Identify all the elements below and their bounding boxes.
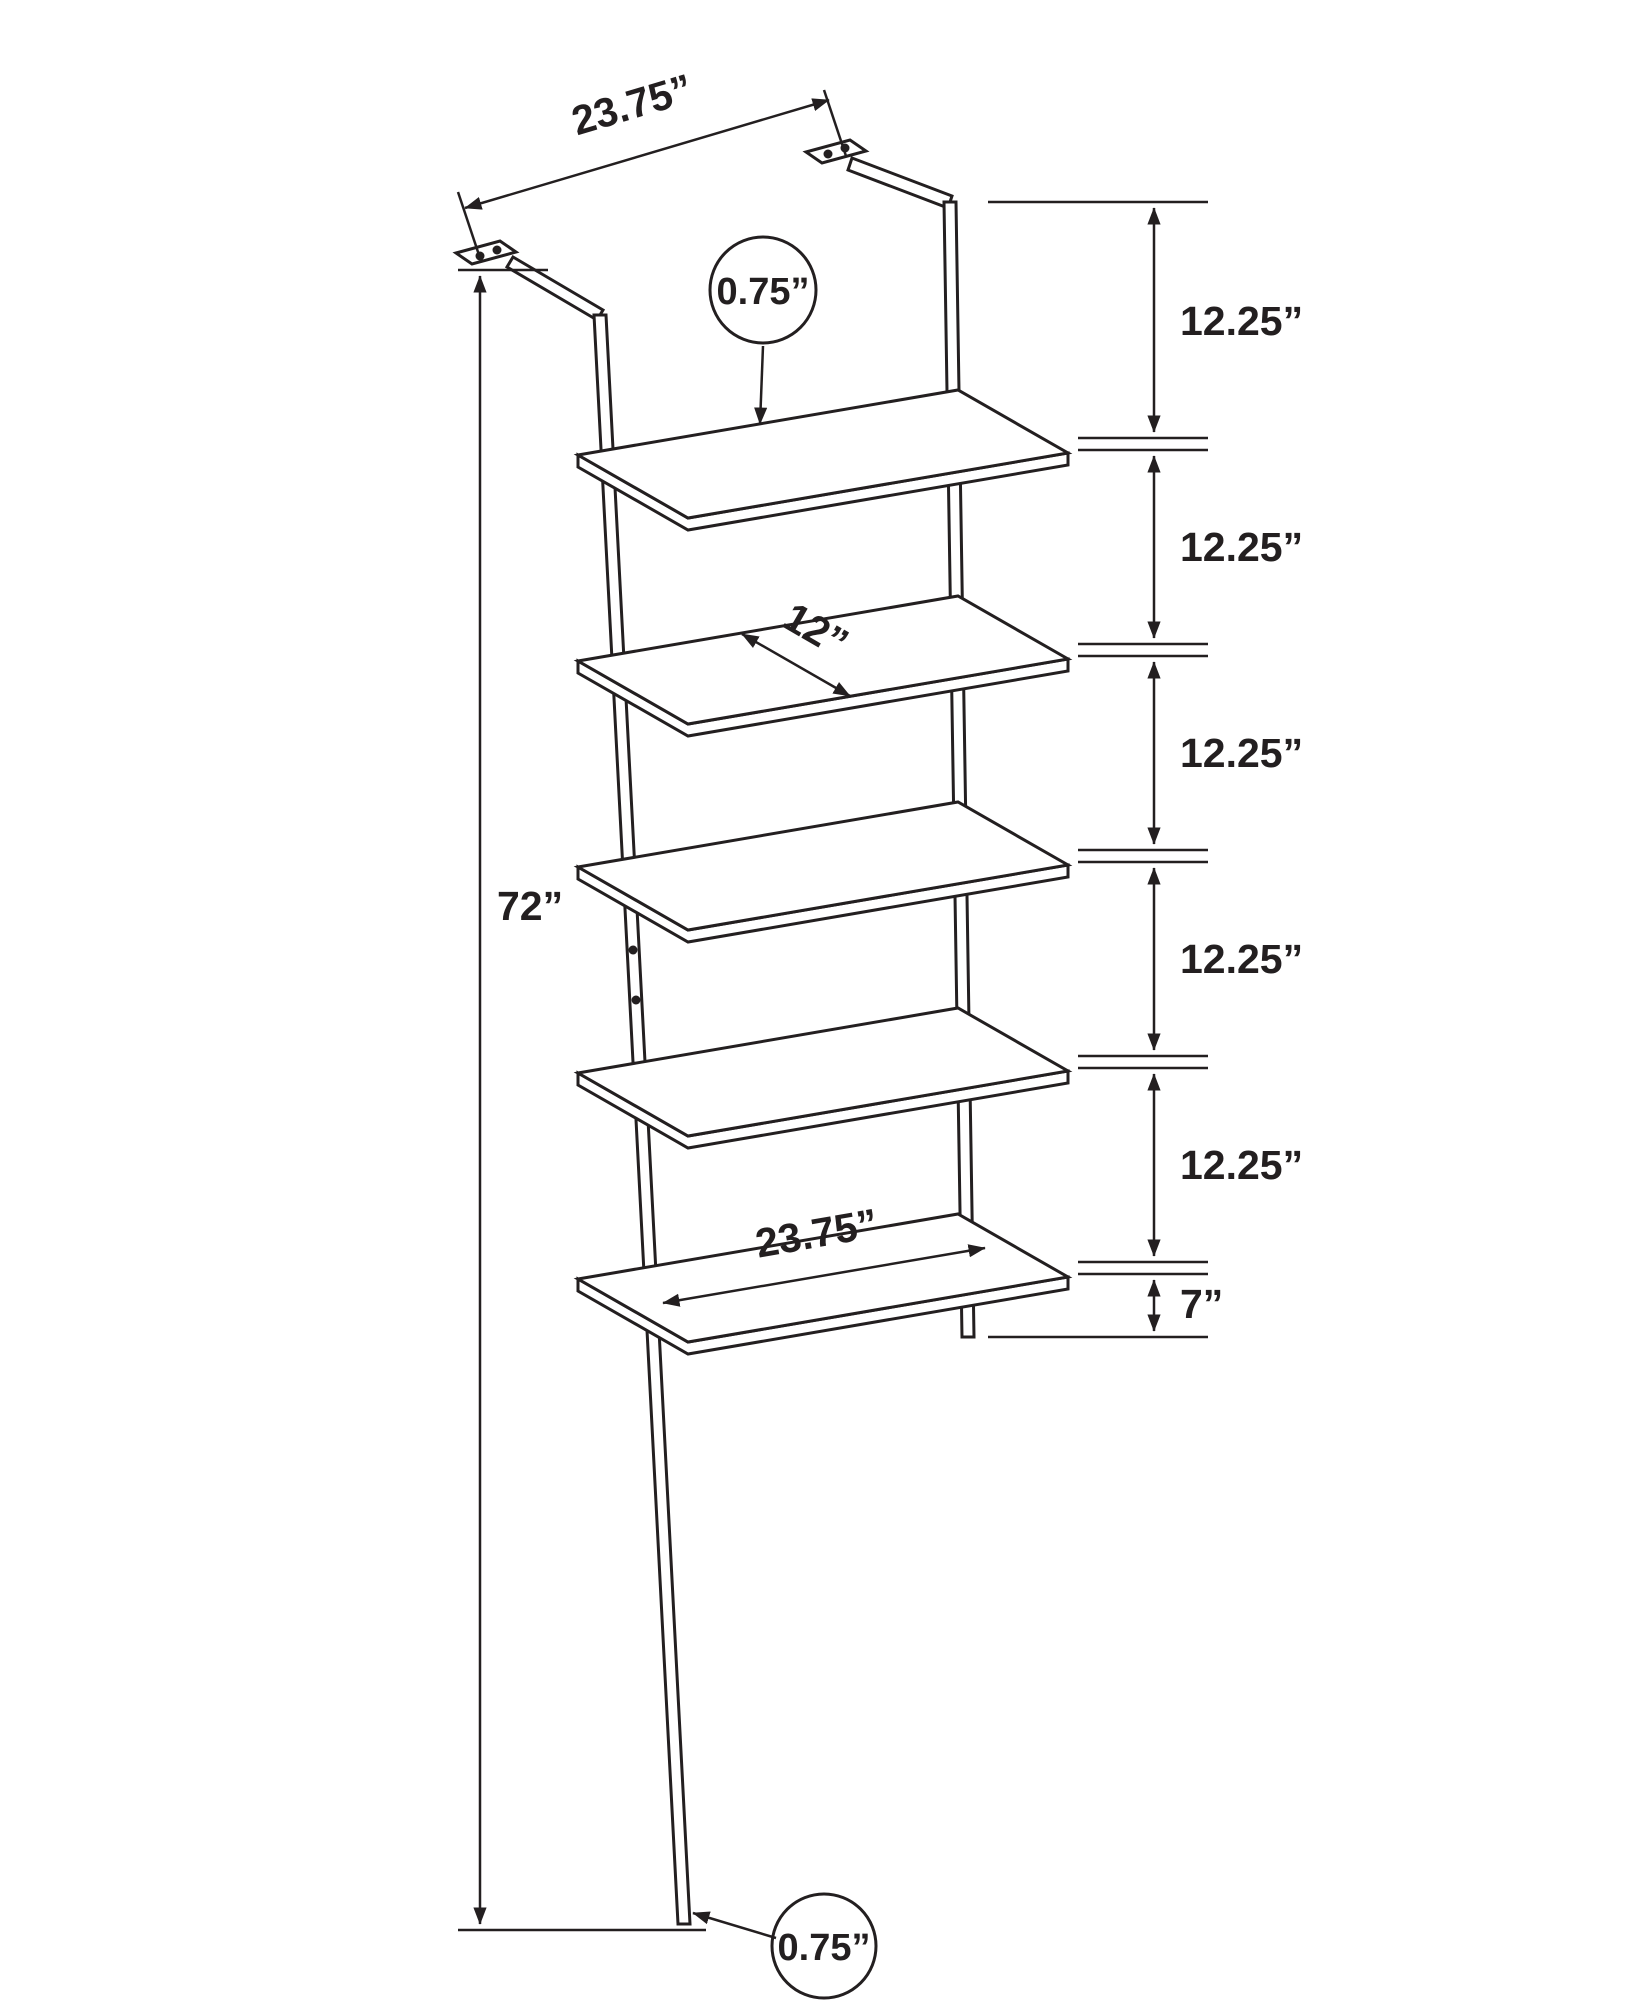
dimension-arrow-top-width <box>464 98 830 210</box>
shelf-thickness-label: 0.75” <box>717 271 810 313</box>
bottom-clearance-label: 7” <box>1180 1281 1223 1327</box>
right-dimension-column: 12.25” 12.25” 12.25” 12.25” 12.25” 7” <box>988 200 1303 1339</box>
post-screw-hole <box>631 995 641 1005</box>
top-width-label: 23.75” <box>566 65 697 144</box>
bracket-arm-left <box>504 254 606 323</box>
extension-line <box>456 191 482 259</box>
top-width-dimension: 23.75” <box>456 65 848 259</box>
dimension-arrow-bottom-width <box>662 1244 986 1307</box>
height-dimension: 72” <box>458 268 706 1932</box>
shelf-4-top <box>573 1006 1073 1138</box>
callout-circle <box>708 235 818 345</box>
height-label: 72” <box>497 883 563 929</box>
spacing-label-1: 12.25” <box>1180 298 1303 344</box>
bracket-screw-hole <box>823 149 833 159</box>
spacing-label-5: 12.25” <box>1180 1142 1303 1188</box>
shelf-1-top <box>573 388 1073 520</box>
frame-thickness-label: 0.75” <box>778 1927 871 1969</box>
callout-arrow <box>692 1911 777 1940</box>
callout-arrow <box>754 345 768 425</box>
spacing-label-2: 12.25” <box>1180 524 1303 570</box>
spacing-label-4: 12.25” <box>1180 936 1303 982</box>
shelf-3-top <box>573 800 1073 932</box>
frame-thickness-callout: 0.75” <box>692 1892 878 2000</box>
spacing-label-3: 12.25” <box>1180 730 1303 776</box>
wall-bracket-left <box>452 239 520 266</box>
post-screw-hole <box>628 945 638 955</box>
bracket-arm-right <box>846 156 954 210</box>
frame-post-right <box>942 200 976 1339</box>
bracket-screw-hole <box>492 245 502 255</box>
shelf-thickness-callout: 0.75” <box>708 235 818 425</box>
dimension-arrow-depth <box>741 632 851 698</box>
callout-circle <box>770 1892 878 2000</box>
